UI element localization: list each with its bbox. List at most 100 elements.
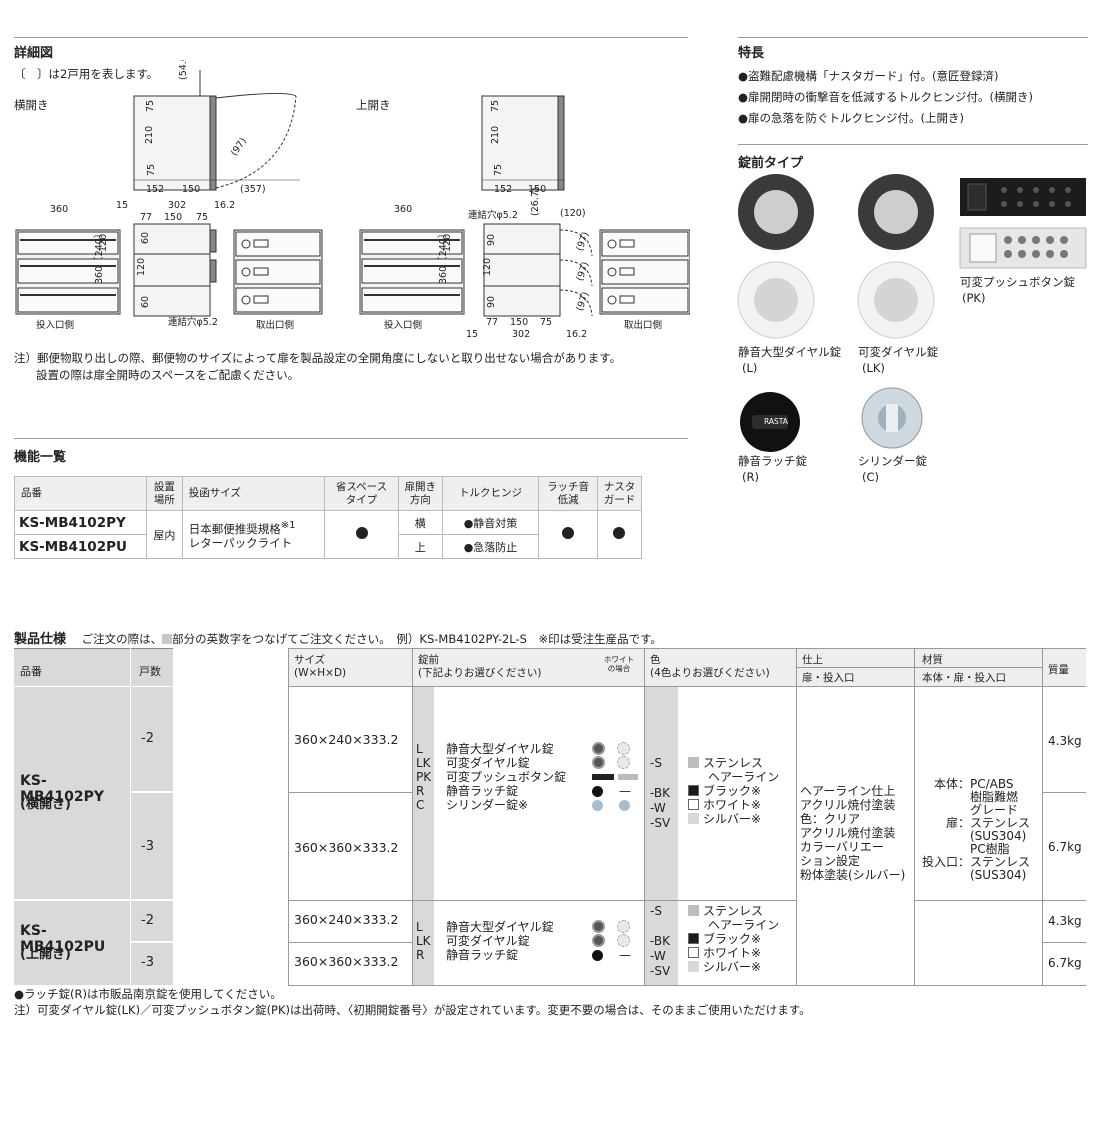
color-names-pu: ステンレス ヘアーライン ブラック※ ホワイト※ シルバー※ xyxy=(688,904,779,974)
dial-lock-dark-icon xyxy=(592,756,605,769)
caution-1: 注）郵便物取り出しの際、郵便物のサイズによって扉を製品設定の全開角度にしないと取… xyxy=(14,351,622,365)
spec-code-header: 品番 xyxy=(14,648,130,686)
side-open-label: 横開き xyxy=(14,98,49,112)
dim: 15 xyxy=(116,200,128,211)
material-label: 扉： xyxy=(945,816,970,830)
color-row: シルバー※ xyxy=(688,960,779,974)
check-dot xyxy=(613,527,626,539)
color-code: -BK xyxy=(650,934,671,948)
detail-note: 〔 〕は2戸用を表します。 xyxy=(14,67,159,81)
lock-code: (C) xyxy=(862,470,880,484)
material-value: ステンレス xyxy=(970,816,1031,830)
dash: — xyxy=(619,784,631,798)
material-value: ステンレス xyxy=(970,855,1031,869)
col-header: 省スペース タイプ xyxy=(324,476,399,511)
dim: 360 xyxy=(394,204,412,215)
material-value: (SUS304) xyxy=(970,829,1027,843)
dial-lock-dark-icon xyxy=(858,174,934,250)
cylinder-lock-icon xyxy=(592,800,603,811)
cylinder-lock-icon xyxy=(861,387,923,449)
dim: 150 xyxy=(528,184,546,195)
divider xyxy=(14,37,688,38)
size-value: 360×240×333.2 xyxy=(294,912,399,927)
material-row: 扉： ステンレス (SUS304) xyxy=(922,817,1042,843)
dim: 連結穴φ5.2 xyxy=(468,209,518,221)
size-cell: 日本郵便推奨規格※1 レターパックライト xyxy=(181,510,326,559)
order-note: ご注文の際は、 xyxy=(81,632,163,646)
color-code: -W xyxy=(650,949,666,963)
dim: 75 xyxy=(490,100,501,112)
spec-units-header: 戸数 xyxy=(131,648,173,686)
col-header: ラッチ音 低減 xyxy=(538,476,598,511)
dim: (357) xyxy=(240,184,266,195)
spacer xyxy=(650,919,670,934)
lock-name: 静音ラッチ錠 xyxy=(738,454,807,468)
dim: (97) xyxy=(229,136,249,158)
col-header: サイズ xyxy=(294,654,326,666)
col-header: (4色よりお選びください) xyxy=(650,667,770,679)
white-case-header: ホワイト の場合 xyxy=(604,655,634,673)
col-header: 投函サイズ xyxy=(181,476,326,511)
dim: 150 xyxy=(182,184,200,195)
latch-lock-icon xyxy=(740,392,800,452)
dim: 60 xyxy=(140,232,151,244)
col-header: 仕上 xyxy=(802,654,823,666)
side-section xyxy=(133,223,211,317)
dim: 75 xyxy=(145,100,156,112)
dim: 75 xyxy=(196,212,208,223)
insert-side-label: 投入口側 xyxy=(36,319,74,331)
finish-line: カラーバリエー xyxy=(800,840,884,854)
dim: 152 xyxy=(494,184,512,195)
icon-row: — xyxy=(592,948,642,962)
color-row: ステンレス xyxy=(688,904,779,918)
lock-code: (LK) xyxy=(862,361,885,375)
divider xyxy=(738,37,1088,38)
swatch-black xyxy=(688,785,699,796)
size-line: 日本郵便推奨規格 xyxy=(188,521,281,536)
lock-name: 可変プッシュボタン錠 xyxy=(960,275,1075,289)
color-header: 色 (4色よりお選びください) xyxy=(650,654,770,680)
feature-item: ●扉開閉時の衝撃音を低減するトルクヒンジ付。(横開き) xyxy=(738,90,1034,104)
table-cell xyxy=(324,510,399,559)
dim: (26.7) xyxy=(530,187,541,216)
dim: (97) xyxy=(574,291,591,313)
dim: 210 xyxy=(490,126,501,144)
dial-lock-dark-icon xyxy=(592,934,605,947)
color-code: -W xyxy=(650,801,666,815)
py-code-cell: KS-MB4102PY (横開き) xyxy=(14,687,130,899)
lock-name: 可変ダイヤル錠 xyxy=(858,345,939,359)
lock-code: R xyxy=(416,784,425,798)
lock-name: 静音大型ダイヤル錠 xyxy=(446,742,554,756)
size-value: 360×360×333.2 xyxy=(294,954,399,969)
size-line: レターパックライト xyxy=(188,535,293,550)
check-dot xyxy=(355,527,368,539)
lock-code: R xyxy=(416,948,425,962)
col-header: 品番 xyxy=(13,476,148,511)
dim: (54.6) xyxy=(178,60,189,80)
lock-name: 静音ラッチ錠 xyxy=(446,948,519,962)
detail-drawing: (54.6) 75 210 75 (97) 152 150 (357) 75 2… xyxy=(15,60,690,340)
swatch-silver xyxy=(688,813,699,824)
dial-lock-white-icon xyxy=(737,261,815,339)
material-label: 本体： xyxy=(933,777,970,791)
lock-images: RASTA xyxy=(737,174,1087,452)
color-name: ヘアーライン xyxy=(708,918,780,932)
spec-grid xyxy=(288,648,1086,986)
dial-lock-white-icon xyxy=(617,742,630,755)
finish-line: 色：クリア xyxy=(800,812,861,826)
icon-row xyxy=(592,756,642,770)
footnote-latch: ●ラッチ錠(R)は市販品南京錠を使用してください。 xyxy=(14,987,282,1001)
take-side-label: 取出口側 xyxy=(256,319,294,331)
color-name: ホワイト※ xyxy=(703,798,762,812)
col-header: 本体・扉・投入口 xyxy=(922,672,1006,684)
dim: (97) xyxy=(574,261,591,283)
icon-row xyxy=(592,770,642,784)
dial-lock-white-icon xyxy=(617,756,630,769)
spacer xyxy=(650,771,670,786)
dim: (97) xyxy=(574,231,591,253)
push-button-lock-white-icon xyxy=(618,774,638,780)
color-name: シルバー※ xyxy=(703,812,762,826)
lock-icons-pu: — xyxy=(592,920,642,962)
lock-code: (L) xyxy=(742,361,758,375)
dim: 75 xyxy=(493,164,504,176)
